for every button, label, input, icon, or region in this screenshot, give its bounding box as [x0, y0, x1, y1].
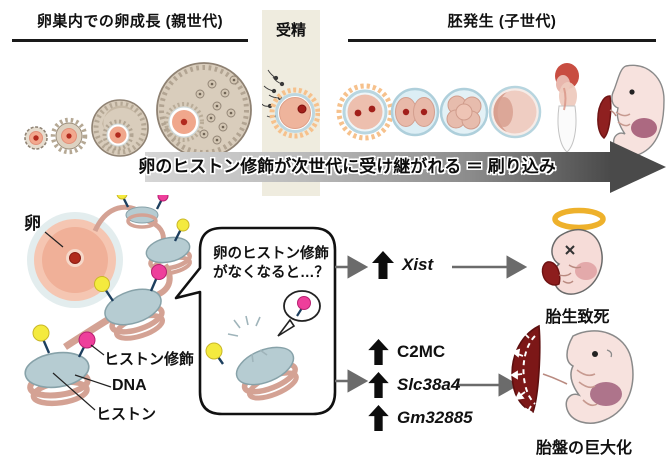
unfertilized-egg — [269, 87, 320, 139]
imprinting-banner-text: 卵のヒストン修飾が次世代に受け継がれる ＝ 刷り込み — [138, 157, 556, 176]
placenta-gene-list: C2MC Slc38a4 Gm32885 — [368, 338, 473, 431]
secondary-follicle — [91, 99, 149, 157]
yellow-modification — [94, 276, 110, 292]
question-bubble — [174, 226, 337, 416]
up-arrow-icon — [368, 338, 389, 365]
histone-label: ヒストン — [96, 406, 157, 423]
burst-marks — [227, 315, 268, 363]
gene-gm32885: Gm32885 — [397, 407, 473, 427]
pop-bubble-tail — [277, 318, 296, 337]
flow-arrows — [335, 255, 528, 397]
big-fetus-body — [565, 330, 634, 424]
egg-label: 卵 — [24, 214, 41, 233]
question-bubble-text: 卵のヒストン修飾 がなくなると…？ — [213, 245, 329, 283]
fetus-ear — [606, 349, 613, 358]
gene-xist: Xist — [402, 255, 434, 274]
egg-chromatin-illustration — [24, 195, 192, 411]
imprinting-banner-arrow — [145, 152, 611, 182]
x-eye-icon — [565, 245, 575, 255]
embryo-patch — [575, 262, 597, 280]
nucleosome-middle — [104, 288, 165, 341]
fetus-belly-patch — [590, 382, 622, 406]
histone-modification-label: ヒストン修飾 — [104, 351, 195, 368]
nucleosome-upper-right — [145, 236, 192, 276]
yellow-modification — [205, 342, 223, 360]
zygote-stage — [336, 83, 394, 141]
fetus-limbs — [615, 111, 631, 127]
dna-label: DNA — [112, 377, 147, 394]
halo-icon — [552, 207, 606, 231]
placenta-dashed-outline — [522, 335, 536, 405]
child-generation-title: 胚発生 (子世代) — [447, 13, 557, 30]
child-title-underline — [348, 39, 656, 42]
giant-placenta-embryo-illustration — [510, 324, 634, 424]
morula-stage — [439, 87, 489, 137]
placenta-shape — [541, 261, 561, 286]
fetus-stage — [597, 64, 665, 157]
umbilical-cord — [609, 109, 617, 117]
xist-upregulation-row: Xist — [372, 251, 433, 279]
nucleosome-small-top — [125, 206, 159, 229]
yellow-modification — [176, 218, 190, 232]
lethal-embryo-illustration — [541, 207, 606, 295]
gene-slc38a4: Slc38a4 — [397, 374, 461, 394]
fetus-limbs — [576, 369, 598, 407]
fetus-eye — [592, 351, 598, 357]
granulosa-nuclei — [198, 78, 236, 142]
implantation-stage — [555, 63, 579, 153]
placenta-outcome-label: 胎盤の巨大化 — [535, 440, 632, 457]
fetus-eye — [629, 89, 635, 95]
parent-title-underline — [12, 39, 248, 42]
antral-follicle — [156, 62, 252, 158]
primary-follicle — [50, 117, 88, 155]
embryo-limbs — [558, 264, 582, 284]
fertilization-illustration — [262, 69, 320, 139]
pink-modification-popped — [297, 296, 311, 310]
up-arrow-icon — [368, 404, 389, 431]
label-leader-lines — [44, 231, 112, 411]
oocyte-in-follicle — [164, 102, 204, 142]
fetus-belly-patch — [631, 118, 657, 138]
two-cell-stage — [390, 87, 440, 137]
gene-row-slc38a4: Slc38a4 — [368, 371, 473, 398]
bubble-line1: 卵のヒストン修飾 — [213, 246, 329, 262]
yellow-modification — [116, 195, 128, 200]
parent-generation-title: 卵巣内での卵成長 (親世代) — [36, 13, 224, 30]
follicle-growth-illustration — [24, 62, 252, 158]
up-arrow-icon — [368, 371, 389, 398]
blastocyst-stage — [488, 85, 542, 139]
gene-row-c2mc: C2MC — [368, 338, 473, 365]
placenta-shape — [597, 95, 612, 139]
gene-row-gm32885: Gm32885 — [368, 404, 473, 431]
primordial-follicle — [24, 126, 48, 150]
histone-modification-marks — [32, 195, 190, 358]
embryo-development-illustration — [336, 63, 665, 157]
gene-c2mc: C2MC — [397, 341, 446, 361]
nucleosome-bottom-left — [24, 351, 91, 407]
pink-modification — [157, 195, 169, 202]
umbilical-cord — [542, 373, 568, 385]
expansion-arrows — [510, 328, 533, 417]
pink-modification — [78, 331, 96, 349]
broken-nucleosome-illustration — [205, 290, 321, 401]
fertilization-label: 受精 — [275, 22, 306, 39]
imprinting-banner-arrowhead — [610, 141, 666, 193]
up-arrow-icon — [372, 251, 394, 279]
bubble-line2: がなくなると…？ — [213, 265, 329, 281]
lethal-outcome-label: 胎生致死 — [545, 309, 610, 326]
yellow-modification — [32, 324, 50, 342]
pink-modification — [151, 264, 167, 280]
